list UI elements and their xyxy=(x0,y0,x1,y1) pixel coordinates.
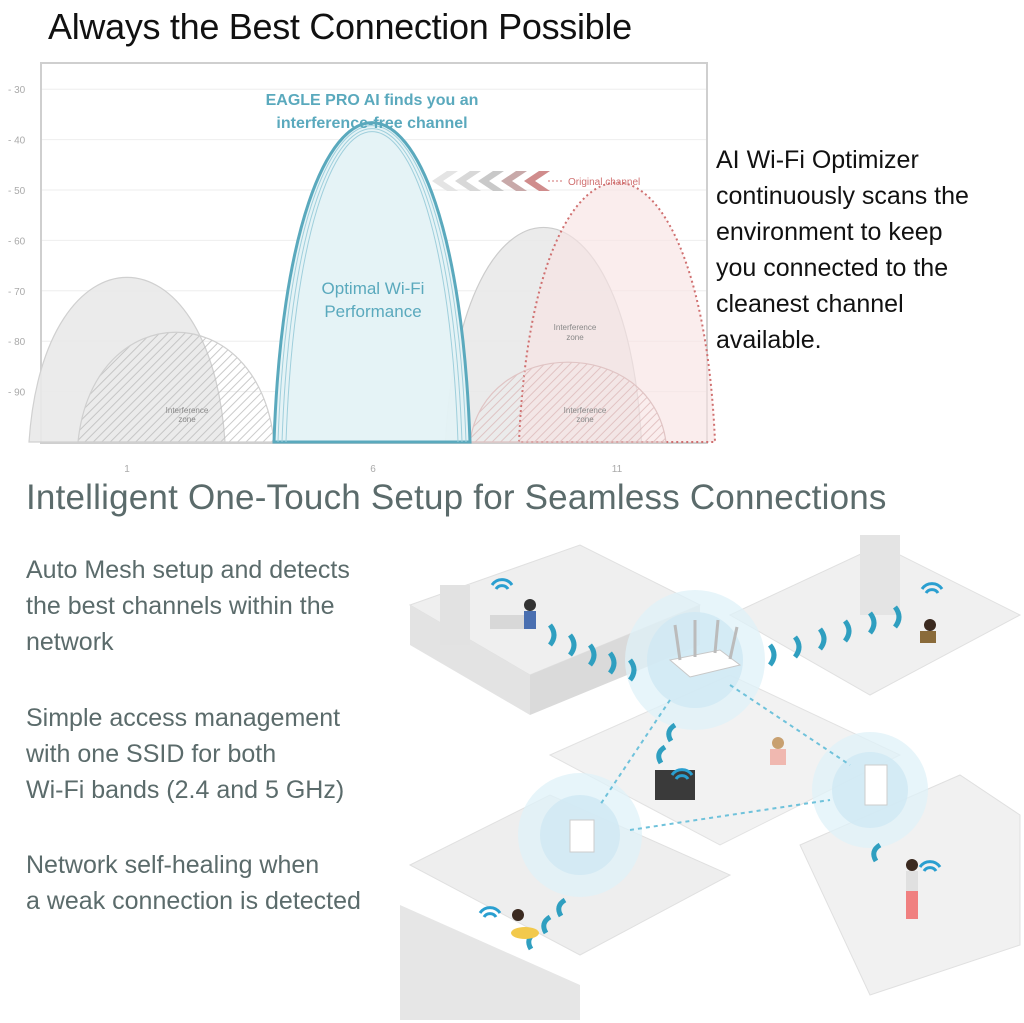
interference-zone-label-1b: zone xyxy=(178,415,196,424)
optimizer-line: continuously scans the xyxy=(716,182,969,210)
optimizer-line: available. xyxy=(716,326,822,354)
channel-curve xyxy=(272,121,472,444)
chart-headline-2: interference-free channel xyxy=(276,115,467,132)
person-standing-icon xyxy=(906,859,918,919)
channel-curve-echo xyxy=(285,131,459,443)
chart-headline-1: EAGLE PRO AI finds you an xyxy=(266,92,479,109)
optimizer-description: AI Wi-Fi Optimizer continuously scans th… xyxy=(716,142,1016,358)
y-tick-label: - 50 xyxy=(8,186,26,197)
feature-line: network xyxy=(26,628,114,656)
optimal-label-1: Optimal Wi-Fi xyxy=(322,279,425,298)
interference-zone-label-3a: Interference xyxy=(564,406,607,415)
person-couch-icon xyxy=(920,619,936,643)
y-tick-label: - 80 xyxy=(8,337,26,348)
channel-shift-arrows-icon xyxy=(432,171,564,191)
feature-self-healing: Network self-healing when a weak connect… xyxy=(26,847,426,919)
page-title: Always the Best Connection Possible xyxy=(48,6,632,47)
tv-icon xyxy=(655,770,695,800)
x-tick-11: 11 xyxy=(612,464,623,475)
y-tick-label: - 60 xyxy=(8,236,26,247)
mesh-house-illustration xyxy=(400,535,1022,1020)
feature-line: Wi-Fi bands (2.4 and 5 GHz) xyxy=(26,776,345,804)
feature-access-management: Simple access management with one SSID f… xyxy=(26,700,426,808)
person-floor-icon xyxy=(511,909,539,939)
optimizer-line: environment to keep xyxy=(716,218,943,246)
interference-zone-label-3b: zone xyxy=(576,415,594,424)
feature-line: the best channels within the xyxy=(26,592,335,620)
y-tick-label: - 70 xyxy=(8,287,26,298)
feature-line: with one SSID for both xyxy=(26,740,277,768)
interference-zone-label-1a: Interference xyxy=(166,406,209,415)
y-tick-label: - 90 xyxy=(8,388,26,399)
optimizer-line: cleanest channel xyxy=(716,290,904,318)
feature-line: Simple access management xyxy=(26,704,341,732)
y-tick-label: - 40 xyxy=(8,136,26,147)
person-sitting-icon xyxy=(770,737,786,765)
interference-zone-label-2b: zone xyxy=(566,333,584,342)
interference-zone-label-2a: Interference xyxy=(554,323,597,332)
original-channel-label: Original channel xyxy=(568,177,640,188)
optimal-label-2: Performance xyxy=(324,302,421,321)
signal-waves-icon xyxy=(526,605,902,951)
channel-curve xyxy=(469,361,667,443)
x-tick-1: 1 xyxy=(124,464,130,475)
person-desk-icon xyxy=(524,599,536,629)
feature-line: a weak connection is detected xyxy=(26,887,361,915)
feature-auto-mesh: Auto Mesh setup and detects the best cha… xyxy=(26,552,426,660)
wifi-icon xyxy=(478,578,944,918)
channel-curve-echo xyxy=(281,128,463,443)
optimizer-line: you connected to the xyxy=(716,254,949,282)
router-icon xyxy=(668,619,742,678)
feature-line: Auto Mesh setup and detects xyxy=(26,556,350,584)
channel-chart: - 30 - 40 - 50 - 60 - 70 - 80 - 90 1 6 11 EAGL… xyxy=(8,85,717,475)
section-title: Intelligent One-Touch Setup for Seamless… xyxy=(26,478,887,517)
channel-curve xyxy=(77,331,275,443)
mesh-node-icon xyxy=(569,819,595,853)
x-tick-6: 6 xyxy=(370,464,376,475)
channel-curve-echo xyxy=(277,125,467,443)
y-tick-label: - 30 xyxy=(8,85,26,96)
feature-line: Network self-healing when xyxy=(26,851,320,879)
extender-icon xyxy=(864,764,888,806)
optimizer-line: AI Wi-Fi Optimizer xyxy=(716,146,919,174)
